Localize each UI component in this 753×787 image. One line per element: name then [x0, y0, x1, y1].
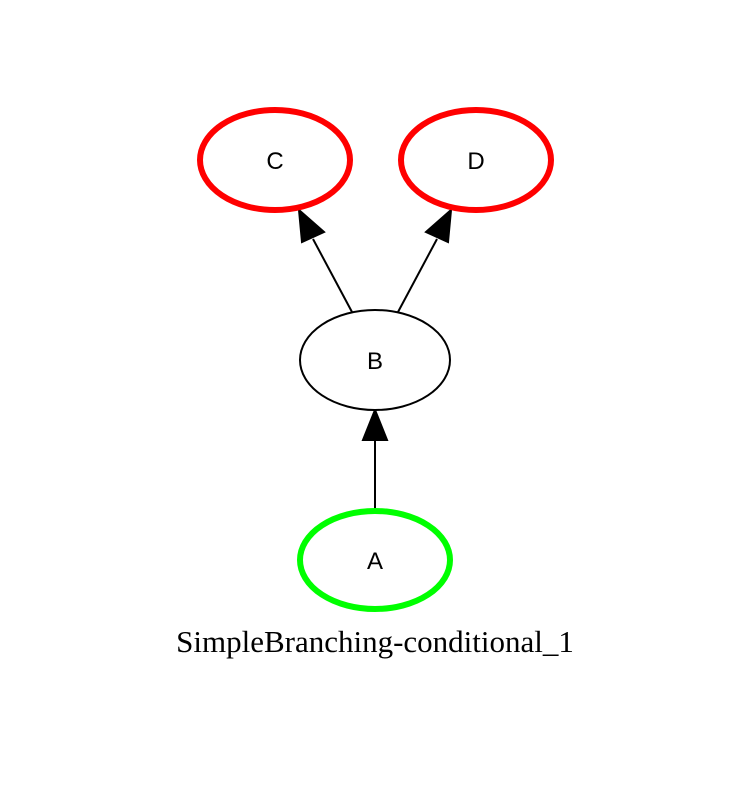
node-label: D	[467, 148, 484, 175]
edge-line	[397, 238, 438, 313]
edge-line	[312, 238, 353, 313]
node-a[interactable]: A	[297, 508, 453, 612]
node-shape	[299, 309, 451, 411]
node-c[interactable]: C	[197, 107, 353, 213]
node-d[interactable]: D	[398, 107, 554, 213]
arrowhead-icon	[424, 207, 453, 244]
node-shape	[398, 107, 554, 213]
node-label: B	[367, 348, 383, 375]
edges	[297, 207, 453, 509]
arrowhead-icon	[361, 407, 389, 441]
node-b[interactable]: B	[299, 309, 451, 411]
node-shape	[197, 107, 353, 213]
node-shape	[297, 508, 453, 612]
graph-caption: SimpleBranching-conditional_1	[176, 624, 574, 659]
edge-b-to-c	[297, 207, 353, 313]
arrowhead-icon	[297, 207, 326, 244]
edge-b-to-d	[397, 207, 453, 313]
edge-a-to-b	[361, 407, 389, 509]
node-label: C	[266, 148, 283, 175]
node-label: A	[367, 548, 383, 575]
